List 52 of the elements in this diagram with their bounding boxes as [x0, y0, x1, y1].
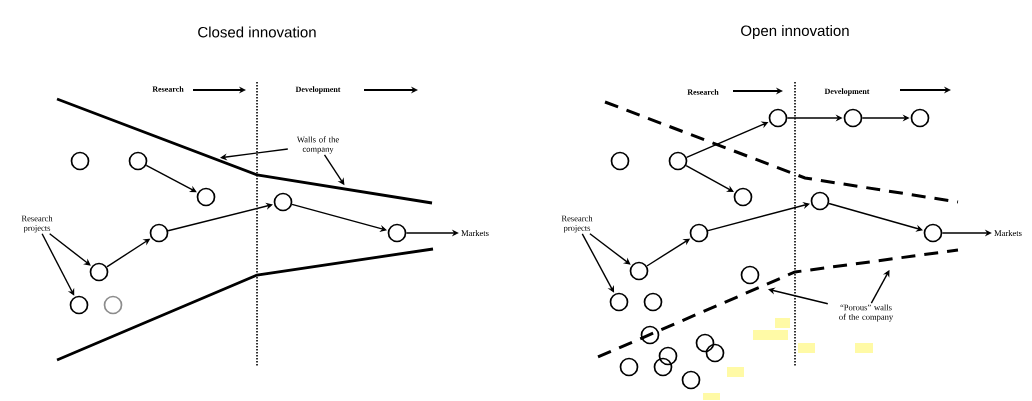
project-circle	[149, 223, 169, 243]
project-circle	[89, 262, 109, 282]
leader-line	[768, 287, 829, 305]
project-circle	[843, 108, 863, 128]
project-circle	[653, 357, 673, 377]
arrow	[707, 202, 810, 232]
project-circle	[619, 357, 639, 377]
project-circle	[768, 108, 788, 128]
project-circle	[695, 333, 715, 353]
callout-text: Markets	[994, 230, 1022, 236]
leader-line	[41, 233, 75, 296]
project-circle	[810, 191, 830, 211]
project-circle	[681, 370, 701, 390]
project-circle	[668, 151, 688, 171]
project-circle	[196, 187, 216, 207]
arrow	[685, 164, 734, 192]
project-circle	[128, 151, 148, 171]
project-circle	[69, 295, 89, 315]
phase-label: Research	[152, 86, 184, 92]
project-circle	[640, 325, 660, 345]
phase-label: Development	[824, 88, 870, 96]
callout-text: Walls of the company	[296, 136, 339, 154]
phase-label: Development	[295, 86, 341, 94]
project-circle	[733, 187, 753, 207]
project-circle	[689, 223, 709, 243]
project-circle	[923, 223, 943, 243]
project-circle	[658, 346, 678, 366]
project-circle	[643, 292, 663, 312]
leader-line	[581, 233, 615, 293]
callout-text: Research projects	[21, 215, 53, 233]
project-circle	[103, 295, 123, 315]
leader-line	[589, 233, 631, 265]
leader-line	[220, 148, 289, 161]
callout-text: Markets	[461, 230, 489, 236]
project-circle	[70, 151, 90, 171]
panel-title: Closed innovation	[198, 26, 316, 38]
arrow	[167, 202, 273, 232]
project-circle	[910, 108, 930, 128]
project-circle	[273, 192, 293, 212]
project-circle	[609, 292, 629, 312]
project-circle	[629, 261, 649, 281]
project-circle	[740, 265, 760, 285]
callout-text: “Porous” walls of the company	[839, 304, 894, 322]
arrow	[145, 164, 197, 193]
arrow	[291, 203, 387, 232]
project-circle	[610, 151, 630, 171]
project-circle	[387, 223, 407, 243]
panel-title: Open innovation	[741, 25, 849, 39]
project-circle	[705, 343, 725, 363]
leader-line	[49, 233, 91, 266]
callout-text: Research projects	[561, 215, 593, 233]
phase-label: Research	[687, 89, 719, 95]
